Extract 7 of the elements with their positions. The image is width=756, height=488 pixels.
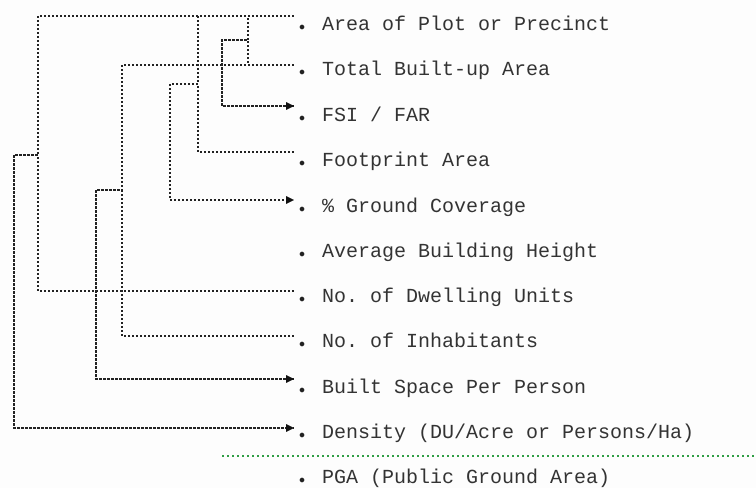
- connector-arrow: [221, 39, 294, 110]
- connector-arrow: [221, 15, 294, 110]
- connector-arrow: [169, 83, 294, 204]
- connector-arrow: [95, 189, 294, 383]
- connector-arrow: [13, 15, 294, 432]
- connector-arrow: [13, 154, 294, 432]
- connector-arrow: [95, 64, 294, 383]
